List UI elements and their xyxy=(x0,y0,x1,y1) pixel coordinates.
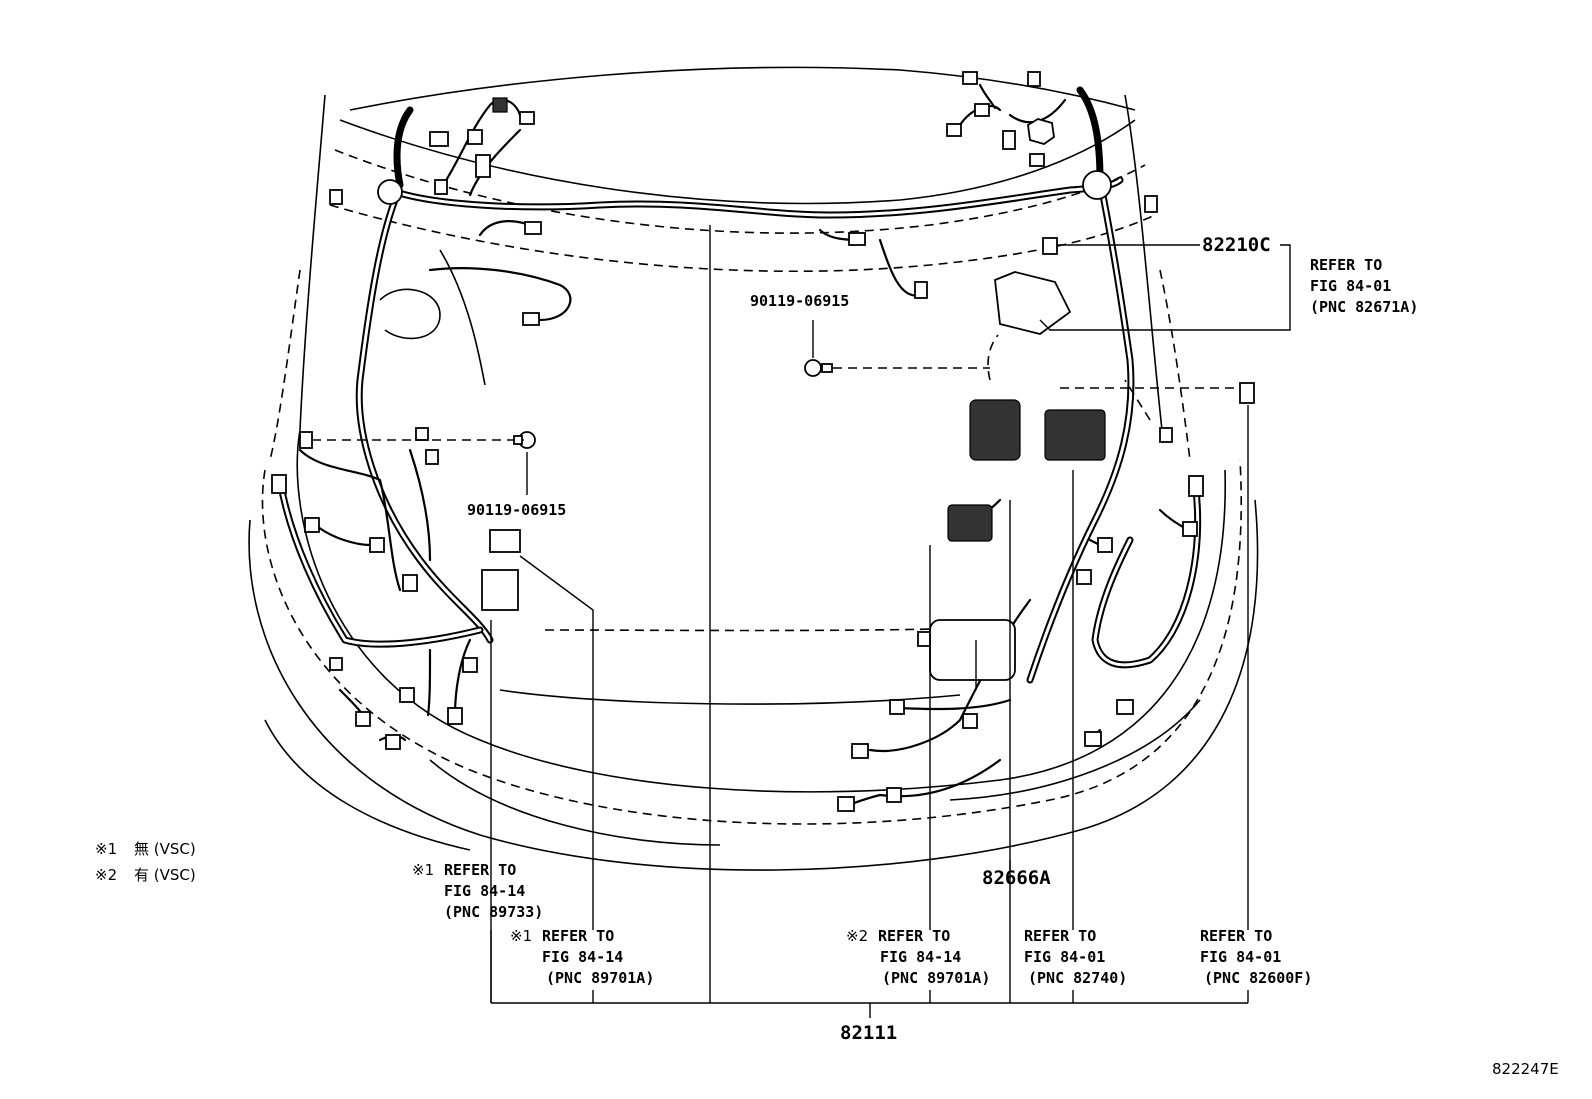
ref-vsc1-b-line1: REFER TO xyxy=(542,927,615,945)
part-label-82210c: 82210C xyxy=(1202,234,1271,256)
ref-vsc1-a-line1: REFER TO xyxy=(444,861,517,879)
bolt-icon-lower xyxy=(513,431,536,449)
ref-relay-a-line3: (PNC 82740) xyxy=(1028,969,1128,987)
part-label-90119-lower: 90119-06915 xyxy=(467,501,567,519)
leader-lines xyxy=(490,225,1291,1018)
legend-text-1: 無 (VSC) xyxy=(134,840,196,858)
ref-vsc1-a-mark: ※1 xyxy=(412,861,435,879)
legend-mark-1: ※1 xyxy=(95,840,118,858)
main-harness xyxy=(276,86,1202,684)
ref-vsc1-b-mark: ※1 xyxy=(510,927,533,945)
bolt-icon-upper xyxy=(804,359,833,377)
legend-text-2: 有 (VSC) xyxy=(134,866,196,884)
ref-fuse-block-line1: REFER TO xyxy=(1310,256,1383,274)
attachment-dash-lines xyxy=(312,334,1240,441)
connectors xyxy=(271,71,1255,812)
ref-fuse-block-line2: FIG 84-01 xyxy=(1310,277,1392,295)
ref-relay-b-line3: (PNC 82600F) xyxy=(1204,969,1313,987)
ref-relay-b-line2: FIG 84-01 xyxy=(1200,948,1282,966)
ref-vsc1-b-line2: FIG 84-14 xyxy=(542,948,624,966)
ref-relay-b-line1: REFER TO xyxy=(1200,927,1273,945)
legend-mark-2: ※2 xyxy=(95,866,118,884)
diagram-id: 822247E xyxy=(1492,1060,1559,1078)
ref-vsc1-b-line3: (PNC 89701A) xyxy=(546,969,655,987)
ref-vsc2-line3: (PNC 89701A) xyxy=(882,969,991,987)
ref-vsc2-mark: ※2 xyxy=(846,927,869,945)
ref-vsc1-a-line2: FIG 84-14 xyxy=(444,882,526,900)
ref-relay-a-line2: FIG 84-01 xyxy=(1024,948,1106,966)
ref-vsc2-line1: REFER TO xyxy=(878,927,951,945)
ref-relay-a-line1: REFER TO xyxy=(1024,927,1097,945)
ref-vsc1-a-line3: (PNC 89733) xyxy=(444,903,544,921)
part-label-90119-upper: 90119-06915 xyxy=(750,292,850,310)
ref-vsc2-line2: FIG 84-14 xyxy=(880,948,962,966)
part-label-82666a: 82666A xyxy=(982,867,1051,889)
part-label-82111: 82111 xyxy=(840,1022,898,1044)
ref-fuse-block-line3: (PNC 82671A) xyxy=(1310,298,1419,316)
